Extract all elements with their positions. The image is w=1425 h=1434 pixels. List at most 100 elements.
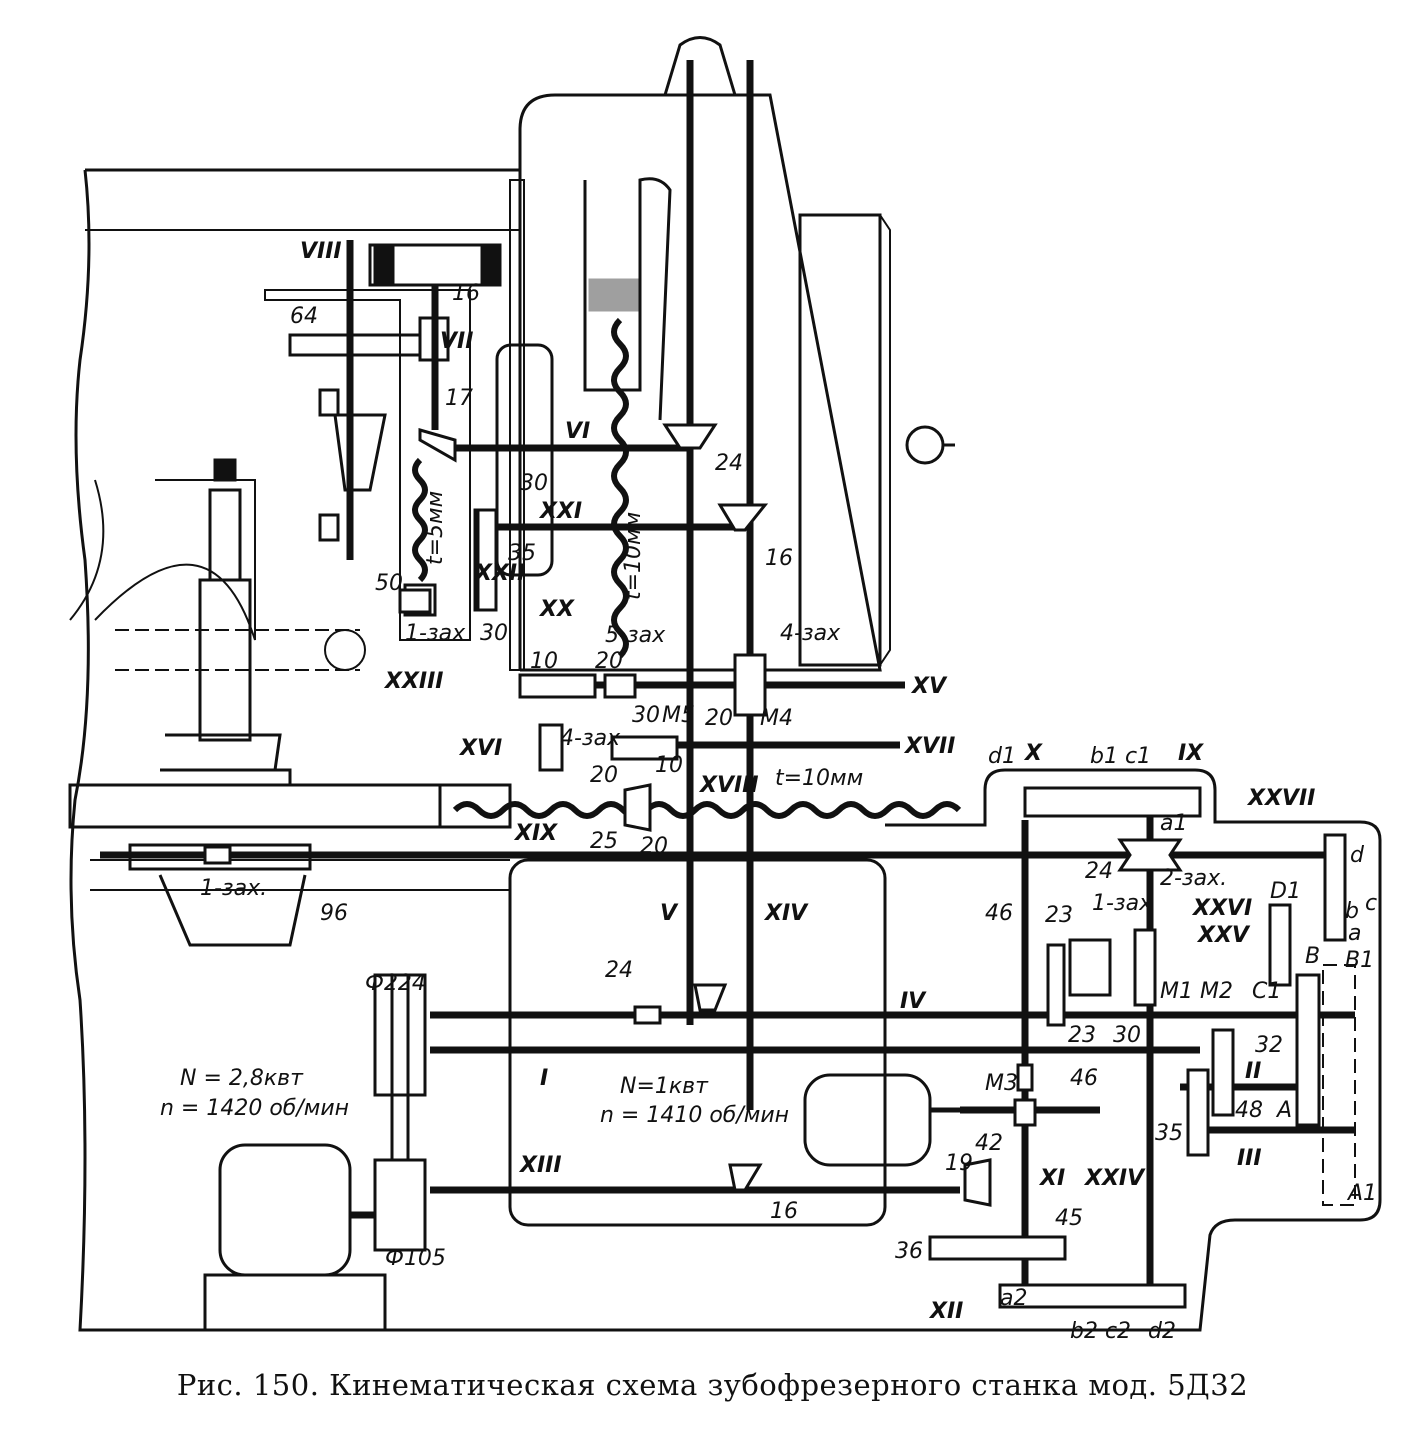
shaft-label: XIV [763,901,809,926]
shaft-label: XXIV [1083,1166,1146,1191]
gear-label: 4-зах [780,621,841,646]
shaft-label: XIII [518,1153,562,1178]
gear-label: 48 [1235,1098,1263,1123]
gear-label: 23 [1045,903,1073,928]
gear-label: 35 [508,541,536,566]
shaft-label: XXIII [383,669,443,694]
shaft-label: XII [928,1299,963,1324]
gear-label: 24 [1085,859,1113,884]
gear-label: 96 [320,901,348,926]
shaft-label: XI [1038,1166,1065,1191]
gear-label: 16 [770,1199,798,1224]
shaft-label: XXVII [1246,786,1315,811]
shaft-label: IV [900,989,927,1014]
shaft-label: VII [440,329,473,354]
gear-label: 1-зах [405,621,466,646]
main-motor-speed: n = 1420 об/мин [160,1096,349,1121]
gear-label: 5-зах [605,623,666,648]
gear-label: 2-зах. [1160,866,1227,891]
feed-motor-power: N=1квт [620,1074,709,1099]
gear-label: 10 [530,649,558,674]
shafts [100,60,1355,1300]
gear-label: 24 [715,451,743,476]
gear-label: 24 [605,958,633,983]
gear-label: c [1365,891,1377,916]
gear-label: 20 [595,649,623,674]
motors-and-pulleys [203,973,960,1332]
shaft-label: IX [1178,741,1204,766]
gear-label: 64 [290,304,318,329]
gear-label: 32 [1255,1033,1283,1058]
gear-label: M5 [662,703,695,728]
gear-label: B1 [1345,948,1374,973]
gear-label: 16 [452,281,480,306]
shaft-label: XXVI [1191,896,1252,921]
gear-label: 20 [590,763,618,788]
gear-label: 23 [1068,1023,1096,1048]
gear-label: d1 [988,744,1016,769]
figure-caption: Рис. 150. Кинематическая схема зубофрезе… [176,1368,1249,1402]
gear-label: a [1348,921,1361,946]
gear-label: 46 [985,901,1013,926]
gear-label: t=10мм [775,766,863,791]
gear-label: B [1305,944,1320,969]
gear-label: 10 [655,753,683,778]
shaft-label: X [1023,741,1043,766]
gear-label: M1 [1160,979,1193,1004]
gear-label: 16 [765,546,793,571]
gear-label: 30 [1113,1023,1141,1048]
gear-label: 17 [445,386,473,411]
gear-label: b2 c2 [1070,1319,1131,1344]
shaft-label: XXII [473,561,525,586]
gear-label: M3 [985,1071,1018,1096]
shaft-label: VIII [300,239,342,264]
gear-label: Ф105 [385,1246,446,1271]
feed-motor [803,1073,932,1167]
gear-label: 46 [1070,1066,1098,1091]
lower-housing [508,858,887,1227]
shaft-label: II [1245,1059,1261,1084]
gear-label: d2 [1148,1319,1176,1344]
shaft-label: V [660,901,679,926]
change-gear-guard [1322,964,1356,1206]
gear-label: 20 [640,834,668,859]
gear-label: 19 [945,1151,973,1176]
shaft-label: VI [565,419,590,444]
gear-label: 45 [1055,1206,1083,1231]
gear-label: b1 c1 [1090,744,1151,769]
lead-screws [412,317,962,819]
shaft-label: XV [910,674,948,699]
gear-label: D1 [1270,879,1301,904]
gear-label: a1 [1160,811,1187,836]
gear-label: 30 [480,621,508,646]
gear-label: 25 [590,829,618,854]
gear-label: a2 [1000,1286,1027,1311]
gear-label: M2 [1200,979,1233,1004]
shaft-label: XXV [1196,923,1251,948]
machine-bed-outline [69,168,1382,1332]
gear-label: b [1345,899,1359,924]
shaft-label: XVIII [698,773,759,798]
gear-label: 50 [375,571,403,596]
shaft-label: XXI [538,499,582,524]
gear-label: Ф224 [365,971,426,996]
gears [203,423,1347,1309]
gear-label: A1 [1346,1181,1377,1206]
main-motor [218,1143,352,1277]
gear-label: M4 [760,706,793,731]
gear-label: 4-зах [560,726,621,751]
main-motor-power: N = 2,8квт [180,1066,304,1091]
gear-label: 42 [975,1131,1003,1156]
gear-label: 30 [520,471,548,496]
column-housing [495,36,955,672]
shaft-label: XVI [458,736,502,761]
shaft-label: III [1237,1146,1262,1171]
shaft-label: XIX [513,821,558,846]
gear-label: 20 [705,706,733,731]
gear-label: 30 [632,703,660,728]
shaft-label: I [540,1066,548,1091]
gear-label: d [1350,843,1365,868]
gear-label: 1-зах [1092,891,1153,916]
gear-label: 1-зах. [200,876,267,901]
